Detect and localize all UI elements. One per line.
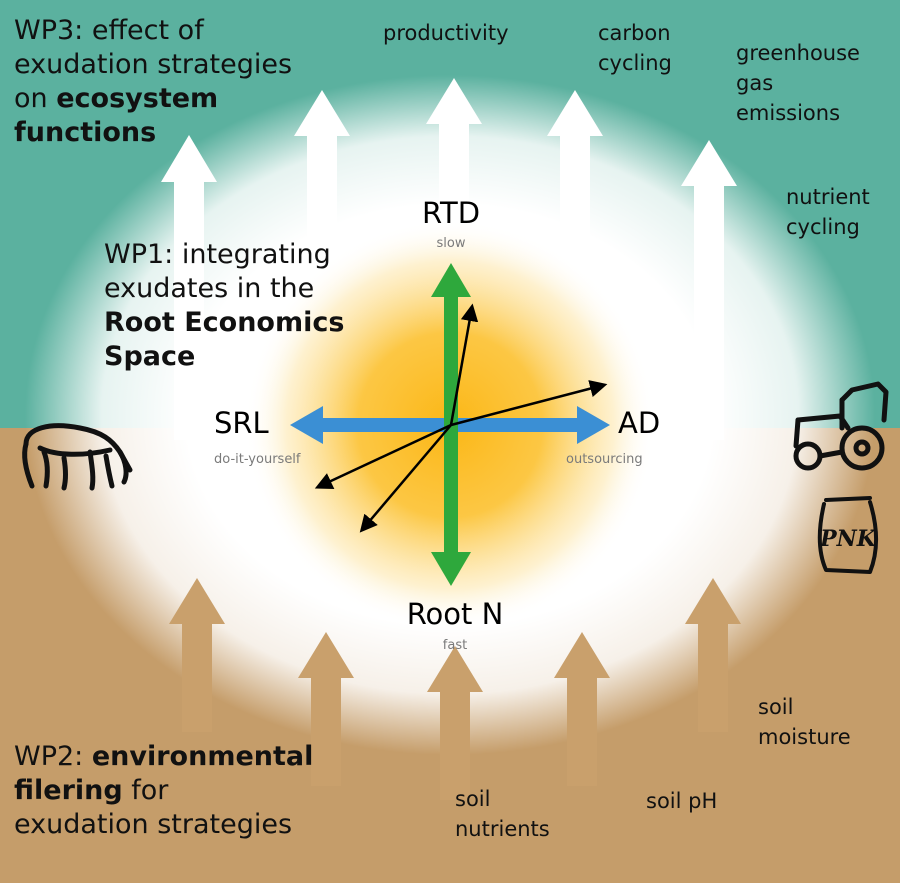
wp2-line2-bold: filering bbox=[14, 775, 123, 806]
grazing-animal-icon bbox=[22, 423, 133, 491]
label-nutrient-line2: cycling bbox=[786, 215, 860, 239]
up-arrow-soil-2 bbox=[298, 632, 354, 786]
wp1-line1: WP1: integrating bbox=[104, 239, 331, 270]
wp1-line3: Root Economics bbox=[104, 307, 345, 338]
label-greenhouse-gas: greenhouse gas emissions bbox=[736, 38, 860, 128]
label-ghg-line3: emissions bbox=[736, 101, 841, 125]
wp2-line1: WP2: environmental bbox=[14, 740, 313, 774]
axis-sub-right: outsourcing bbox=[566, 452, 643, 467]
axis-sub-bottom: fast bbox=[442, 638, 468, 653]
wp3-line3-prefix: on bbox=[14, 83, 57, 114]
wp3-line4: functions bbox=[14, 117, 157, 148]
wp3-line1: WP3: effect of bbox=[14, 15, 204, 46]
fertilizer-letters: PNK bbox=[819, 526, 877, 552]
up-arrow-white-1 bbox=[161, 135, 217, 440]
label-nutrient-line1: nutrient bbox=[786, 185, 870, 209]
trait-vectors bbox=[314, 303, 608, 533]
label-ghg-line2: gas bbox=[736, 71, 774, 95]
label-soil-nutrients: soil nutrients bbox=[455, 784, 550, 844]
label-carbon-cycling: carbon cycling bbox=[598, 18, 672, 78]
tractor-icon bbox=[793, 381, 889, 471]
wp1-line2: exudates in the bbox=[104, 273, 315, 304]
label-productivity: productivity bbox=[383, 21, 509, 45]
soil-up-arrows bbox=[169, 578, 741, 800]
wp3-line2: exudation strategies bbox=[14, 49, 293, 80]
axis-sub-left: do-it-yourself bbox=[214, 452, 301, 467]
up-arrow-soil-4 bbox=[554, 632, 610, 786]
axis-label-left: SRL bbox=[214, 406, 269, 440]
label-soil-nutrients-line2: nutrients bbox=[455, 817, 550, 841]
wp3-title: WP3: effect of exudation strategies on e… bbox=[14, 14, 292, 150]
wp3-line3: on ecosystem bbox=[14, 82, 292, 116]
axis-label-top: RTD bbox=[421, 196, 481, 230]
label-carbon-line2: cycling bbox=[598, 51, 672, 75]
axis-label-bottom: Root N bbox=[406, 597, 504, 631]
vector-1 bbox=[449, 303, 479, 426]
wp2-line3: exudation strategies bbox=[14, 809, 293, 840]
wp2-line1-prefix: WP2: bbox=[14, 741, 92, 772]
label-soil-ph: soil pH bbox=[646, 789, 718, 813]
axis-label-right: AD bbox=[618, 406, 661, 440]
wp2-title: WP2: environmental filering for exudatio… bbox=[14, 740, 313, 842]
up-arrow-soil-1 bbox=[169, 578, 225, 732]
vector-3 bbox=[314, 423, 452, 490]
wp2-line1-bold: environmental bbox=[91, 741, 314, 772]
label-nutrient-cycling: nutrient cycling bbox=[786, 182, 870, 242]
wp1-line4: Space bbox=[104, 341, 196, 372]
up-arrow-soil-3 bbox=[427, 646, 483, 800]
axis-sub-top: slow bbox=[436, 236, 466, 251]
wp2-line2-suffix: for bbox=[122, 775, 169, 806]
label-soil-moisture-line2: moisture bbox=[758, 725, 851, 749]
label-carbon-line1: carbon bbox=[598, 21, 671, 45]
label-soil-moisture: soil moisture bbox=[758, 692, 851, 752]
label-soil-moisture-line1: soil bbox=[758, 695, 794, 719]
wp1-title: WP1: integrating exudates in the Root Ec… bbox=[104, 238, 344, 374]
vector-2 bbox=[450, 380, 608, 427]
up-arrow-white-5 bbox=[681, 140, 737, 440]
fertilizer-bag-icon: PNK bbox=[817, 496, 878, 574]
label-ghg-line1: greenhouse bbox=[736, 41, 860, 65]
up-arrow-soil-5 bbox=[685, 578, 741, 732]
wp2-line2: filering for bbox=[14, 774, 313, 808]
label-soil-nutrients-line1: soil bbox=[455, 787, 491, 811]
vector-4 bbox=[359, 424, 452, 533]
wp3-line3-bold: ecosystem bbox=[56, 83, 219, 114]
